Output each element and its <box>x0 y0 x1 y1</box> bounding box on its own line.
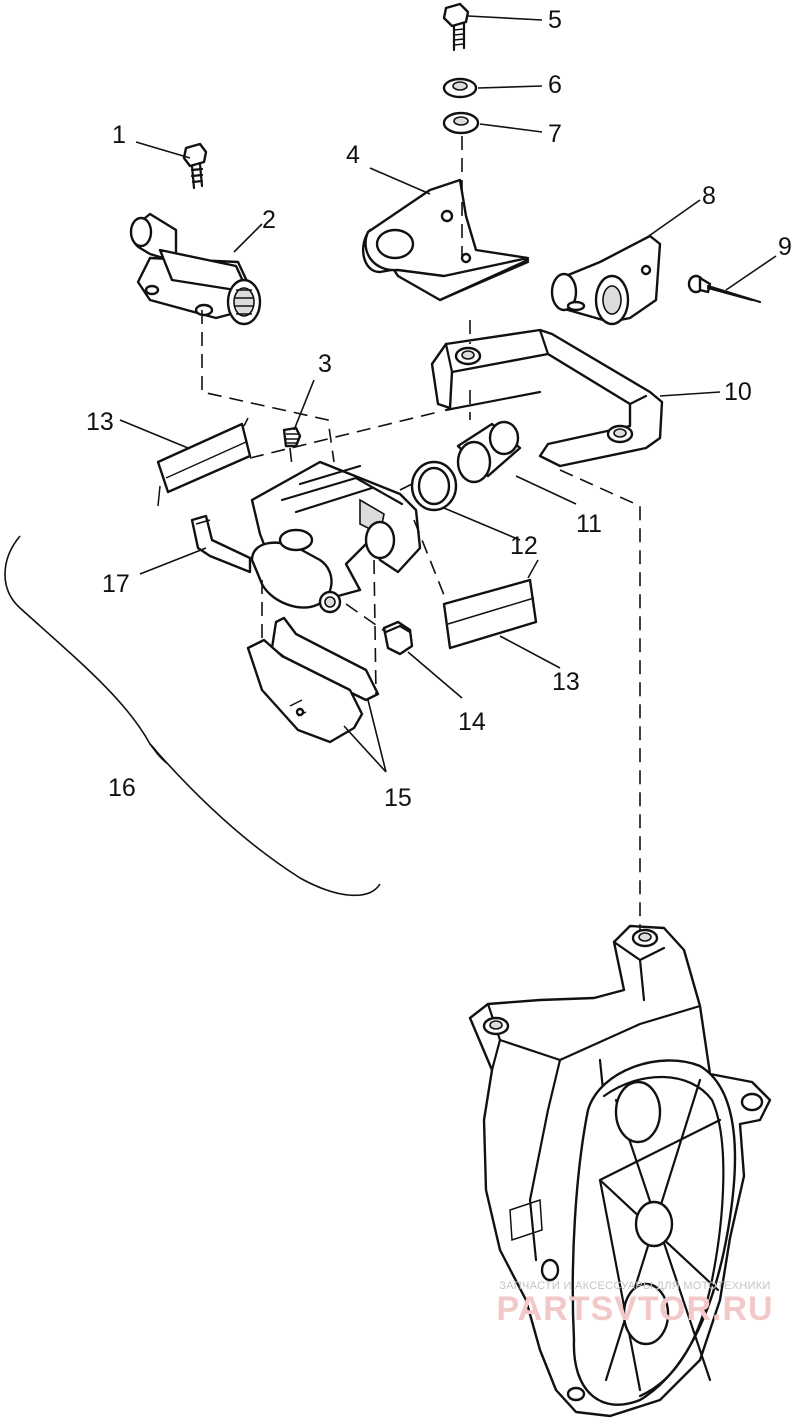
callout-10: 10 <box>724 378 752 406</box>
callout-16: 16 <box>108 774 136 802</box>
callout-5: 5 <box>548 6 562 34</box>
callout-3: 3 <box>318 350 332 378</box>
part-11-bushing <box>456 420 522 484</box>
callout-13-upper: 13 <box>86 408 114 436</box>
part-14-nut <box>382 620 414 656</box>
callout-6: 6 <box>548 71 562 99</box>
part-7-washer <box>442 111 480 135</box>
part-15-pads <box>246 616 380 744</box>
callout-12: 12 <box>510 532 538 560</box>
part-6-lock-washer <box>442 77 478 99</box>
part-9-pin <box>687 274 762 304</box>
caliper-body <box>250 460 422 614</box>
callout-labels: 1 2 3 4 5 6 7 8 9 10 11 12 13 13 14 15 1… <box>86 6 792 812</box>
callout-8: 8 <box>702 182 716 210</box>
part-3-bolt <box>282 426 302 448</box>
part-8-clevis <box>550 234 662 326</box>
callout-15: 15 <box>384 784 412 812</box>
callout-4: 4 <box>346 141 360 169</box>
callout-11: 11 <box>576 510 602 538</box>
callout-1: 1 <box>112 121 126 149</box>
watermark: ЗАПЧАСТИ И АКСЕССУАРЫ ДЛЯ МОТОТЕХНИКИ PA… <box>470 1280 800 1329</box>
watermark-brand: PARTSVTOR.RU <box>496 1290 774 1328</box>
part-12-o-ring <box>410 460 458 512</box>
watermark-tagline: ЗАПЧАСТИ И АКСЕССУАРЫ ДЛЯ МОТОТЕХНИКИ <box>499 1280 771 1292</box>
leader-lines <box>119 15 777 773</box>
part-1-bolt <box>182 142 208 190</box>
part-2-fitting <box>129 212 262 326</box>
callout-7: 7 <box>548 120 562 148</box>
part-17-hose <box>190 514 252 574</box>
brake-housing <box>468 924 772 1418</box>
callout-13-lower: 13 <box>552 668 580 696</box>
part-4-bracket <box>362 178 530 302</box>
assembly-lines <box>201 136 641 930</box>
bracket-brace-16 <box>4 535 381 897</box>
part-5-bolt <box>442 2 470 52</box>
part-13-pad-lower <box>442 559 539 650</box>
part-13-pad-upper <box>156 417 252 507</box>
callout-9: 9 <box>778 233 792 261</box>
callout-17: 17 <box>102 570 130 598</box>
callout-14: 14 <box>458 708 486 736</box>
part-10-frame <box>430 328 664 468</box>
callout-2: 2 <box>262 206 276 234</box>
